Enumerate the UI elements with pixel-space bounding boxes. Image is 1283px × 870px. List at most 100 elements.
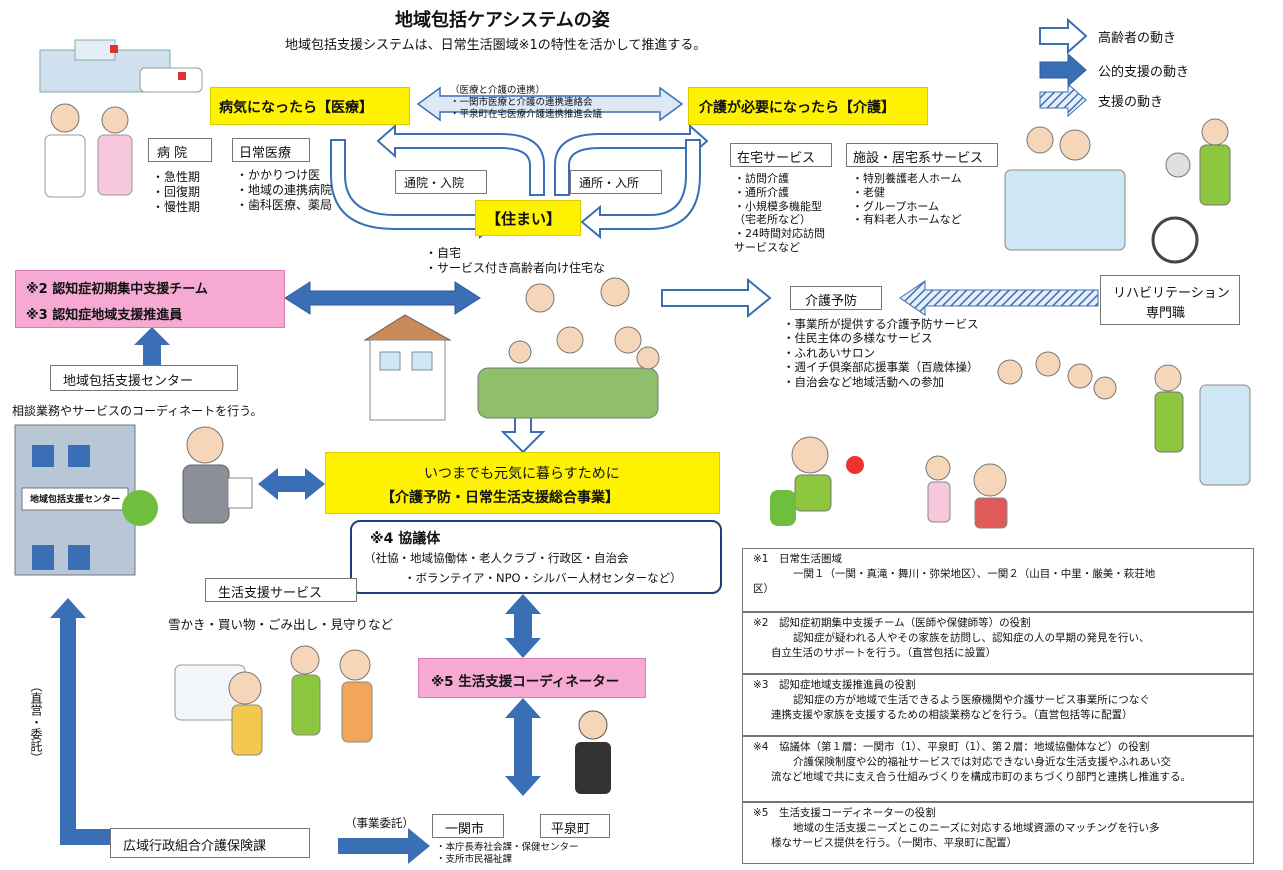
list-item: ・回復期 xyxy=(152,185,201,199)
daycare-visit-label: 通所・入所 xyxy=(579,176,640,190)
home-service-box: 在宅サービス xyxy=(730,143,832,167)
list-item: ・地域の連携病院 xyxy=(236,183,333,197)
list-item: ・サービス付き高齢者向け住宅な xyxy=(425,261,606,275)
center-description: 相談業務やサービスのコーディネートを行う。 xyxy=(12,404,263,418)
snow-helpers-illustration xyxy=(174,645,373,756)
list-item: ・急性期 xyxy=(152,170,201,184)
life-support-examples: 雪かき・買い物・ごみ出し・見守りなど xyxy=(168,617,394,632)
list-item: ・本庁長寿社会課・保健センター xyxy=(436,842,579,853)
home-service-title: 在宅サービス xyxy=(737,151,816,166)
list-item: ・支所市民福祉課 xyxy=(436,853,513,865)
note-3: ※3 認知症地域支援推進員の役割 認知症の方が地域で生活できるよう医療機関や介護… xyxy=(742,674,1254,736)
daily-medical-box: 日常医療 xyxy=(232,138,310,162)
list-item: ・グループホーム xyxy=(852,199,940,213)
center-label-box: 地域包括支援センター xyxy=(50,365,238,391)
legend-elder-label: 高齢者の動き xyxy=(1098,31,1177,46)
note-body: 認知症の方が地域で生活できるよう医療機関や介護サービス事業所につなぐ xyxy=(793,694,1150,707)
note-body: 地域の生活支援ニーズとこのニーズに対応する地域資源のマッチングを行い多 xyxy=(793,822,1160,835)
list-item: ・事業所が提供する介護予防サービス xyxy=(783,317,979,331)
council-line1: （社協・地域協働体・老人クラブ・行政区・自治会 xyxy=(364,551,629,565)
page-subtitle: 地域包括支援システムは、日常生活圏域※1の特性を活かして推進する。 xyxy=(285,38,707,53)
list-item: （医療と介護の連携） xyxy=(450,85,546,96)
life-support-label: 生活支援サービス xyxy=(218,586,323,601)
center-to-teams-arrow xyxy=(134,327,170,365)
council-title: ※4 協議体 xyxy=(370,531,441,547)
note-body: 連携支援や家族を支援するための相談業務などを行う。（直営包括等に配置） xyxy=(771,709,1133,722)
ichinoseki-box: 一関市 xyxy=(432,814,504,838)
general-program-line2: 【介護予防・日常生活支援総合事業】 xyxy=(381,490,619,506)
list-item: ・有料老人ホームなど xyxy=(852,213,962,227)
council-coordinator-arrow xyxy=(505,594,541,658)
daily-medical-list: ・かかりつけ医 ・地域の連携病院 ・歯科医療、薬局 xyxy=(236,168,332,213)
council-box: ※4 協議体 （社協・地域協働体・老人クラブ・行政区・自治会 ・ボランテイア・N… xyxy=(350,520,722,594)
hiraizumi-label: 平泉町 xyxy=(551,822,591,837)
note-body: 一関１（一関・真滝・舞川・弥栄地区）、一関２（山目・中里・厳美・萩荘地 xyxy=(793,568,1156,581)
stretching-elder-illustration xyxy=(770,436,864,526)
elder-couple-illustration xyxy=(925,455,1008,529)
center-building-illustration xyxy=(14,424,158,576)
ichinoseki-label: 一関市 xyxy=(445,822,485,837)
hospital-list: ・急性期 ・回復期 ・慢性期 xyxy=(152,170,200,215)
hospital-box: 病 院 xyxy=(148,138,212,162)
legend-public-label: 公的支援の動き xyxy=(1098,65,1190,80)
kouiki-label: 広域行政組合介護保険課 xyxy=(123,839,267,854)
council-line2: ・ボランテイア・NPO・シルバー人材センターなど） xyxy=(404,571,682,585)
list-item: ・歯科医療、薬局 xyxy=(236,198,333,212)
daycare-visit-box: 通所・入所 xyxy=(570,170,662,194)
coordinator-box: ※5 生活支援コーディネーター xyxy=(418,658,646,698)
prevention-box: 介護予防 xyxy=(790,286,882,310)
care-label: 介護が必要になったら【介護】 xyxy=(699,100,895,116)
exercise-group-illustration xyxy=(997,351,1251,486)
general-program-line1: いつまでも元気に暮らすために xyxy=(424,466,620,482)
facility-service-list: ・特別養護老人ホーム ・老健 ・グループホーム ・有料老人ホームなど xyxy=(852,172,962,227)
dementia-teams-box: ※2 認知症初期集中支援チーム ※3 認知症地域支援推進員 xyxy=(15,270,285,328)
hospital-visit-label: 通院・入院 xyxy=(404,176,465,190)
list-item: ・小規模多機能型 xyxy=(734,199,822,213)
list-item: ・住民主体の多様なサービス xyxy=(783,331,933,346)
dementia-family-arrow xyxy=(284,281,481,315)
housing-box: 【住まい】 xyxy=(475,200,581,236)
legend-hatched-arrow-icon xyxy=(1039,82,1087,118)
dementia-promoter-label: ※3 認知症地域支援推進員 xyxy=(26,308,183,323)
kouiki-to-center-arrow xyxy=(50,598,110,845)
collab-list: （医療と介護の連携） ・一関市医療と介護の連携連絡会 ・平泉町在宅医療介護連携推… xyxy=(450,85,602,121)
list-item: ・自治会など地域活動への参加 xyxy=(783,374,944,389)
rehab-box: リハビリテーション 専門職 xyxy=(1100,275,1240,325)
note-5: ※5 生活支援コーディネーターの役割 地域の生活支援ニーズとこのニーズに対応する… xyxy=(742,802,1254,864)
bath-care-illustration xyxy=(1004,126,1126,251)
facility-service-title: 施設・居宅系サービス xyxy=(853,151,984,166)
note-head: ※1 日常生活圏域 xyxy=(753,553,842,565)
staff-man-illustration xyxy=(182,426,253,524)
family-to-prevention-arrow xyxy=(661,277,772,319)
list-item: ・かかりつけ医 xyxy=(236,168,321,182)
prevention-title: 介護予防 xyxy=(805,294,858,309)
life-support-box: 生活支援サービス xyxy=(205,578,357,602)
housing-label: 【住まい】 xyxy=(486,210,562,228)
list-item: ・老健 xyxy=(852,185,885,199)
doctor-nurse-illustration xyxy=(44,103,133,198)
note-head: ※5 生活支援コーディネーターの役割 xyxy=(753,807,936,819)
dementia-team-label: ※2 認知症初期集中支援チーム xyxy=(26,282,208,297)
housing-care-flows xyxy=(554,123,709,240)
list-item: ・慢性期 xyxy=(152,200,201,214)
list-item: ・自宅 xyxy=(425,246,462,260)
notes-panel: ※1 日常生活圏域 一関１（一関・真滝・舞川・弥栄地区）、一関２（山目・中里・厳… xyxy=(742,548,1254,864)
note-body: 介護保険制度や公的福祉サービスでは対応できない身近な生活支援やふれあい交 xyxy=(793,756,1171,769)
ichinoseki-list: ・本庁長寿社会課・保健センター ・支所市民福祉課 xyxy=(436,842,579,866)
housing-list: ・自宅 ・サービス付き高齢者向け住宅な xyxy=(425,246,605,276)
note-4: ※4 協議体（第１層：一関市（1）、平泉町（1）、第２層：地域協働体など）の役割… xyxy=(742,736,1254,802)
rehab-line1: リハビリテーション xyxy=(1113,286,1230,301)
note-head: ※3 認知症地域支援推進員の役割 xyxy=(753,679,916,691)
family-illustration xyxy=(477,277,660,419)
hospital-title: 病 院 xyxy=(157,146,188,161)
hiraizumi-box: 平泉町 xyxy=(540,814,610,838)
center-program-arrow xyxy=(258,468,325,500)
coordinator-municipality-arrow xyxy=(505,698,541,796)
medical-box: 病気になったら【医療】 xyxy=(210,87,410,125)
legend-outline-arrow-icon xyxy=(1039,17,1088,55)
medical-care-link-arrow xyxy=(416,86,684,122)
rehab-line2: 専門職 xyxy=(1146,306,1186,321)
kouiki-box: 広域行政組合介護保険課 xyxy=(110,828,310,858)
list-item: サービスなど xyxy=(734,240,800,254)
